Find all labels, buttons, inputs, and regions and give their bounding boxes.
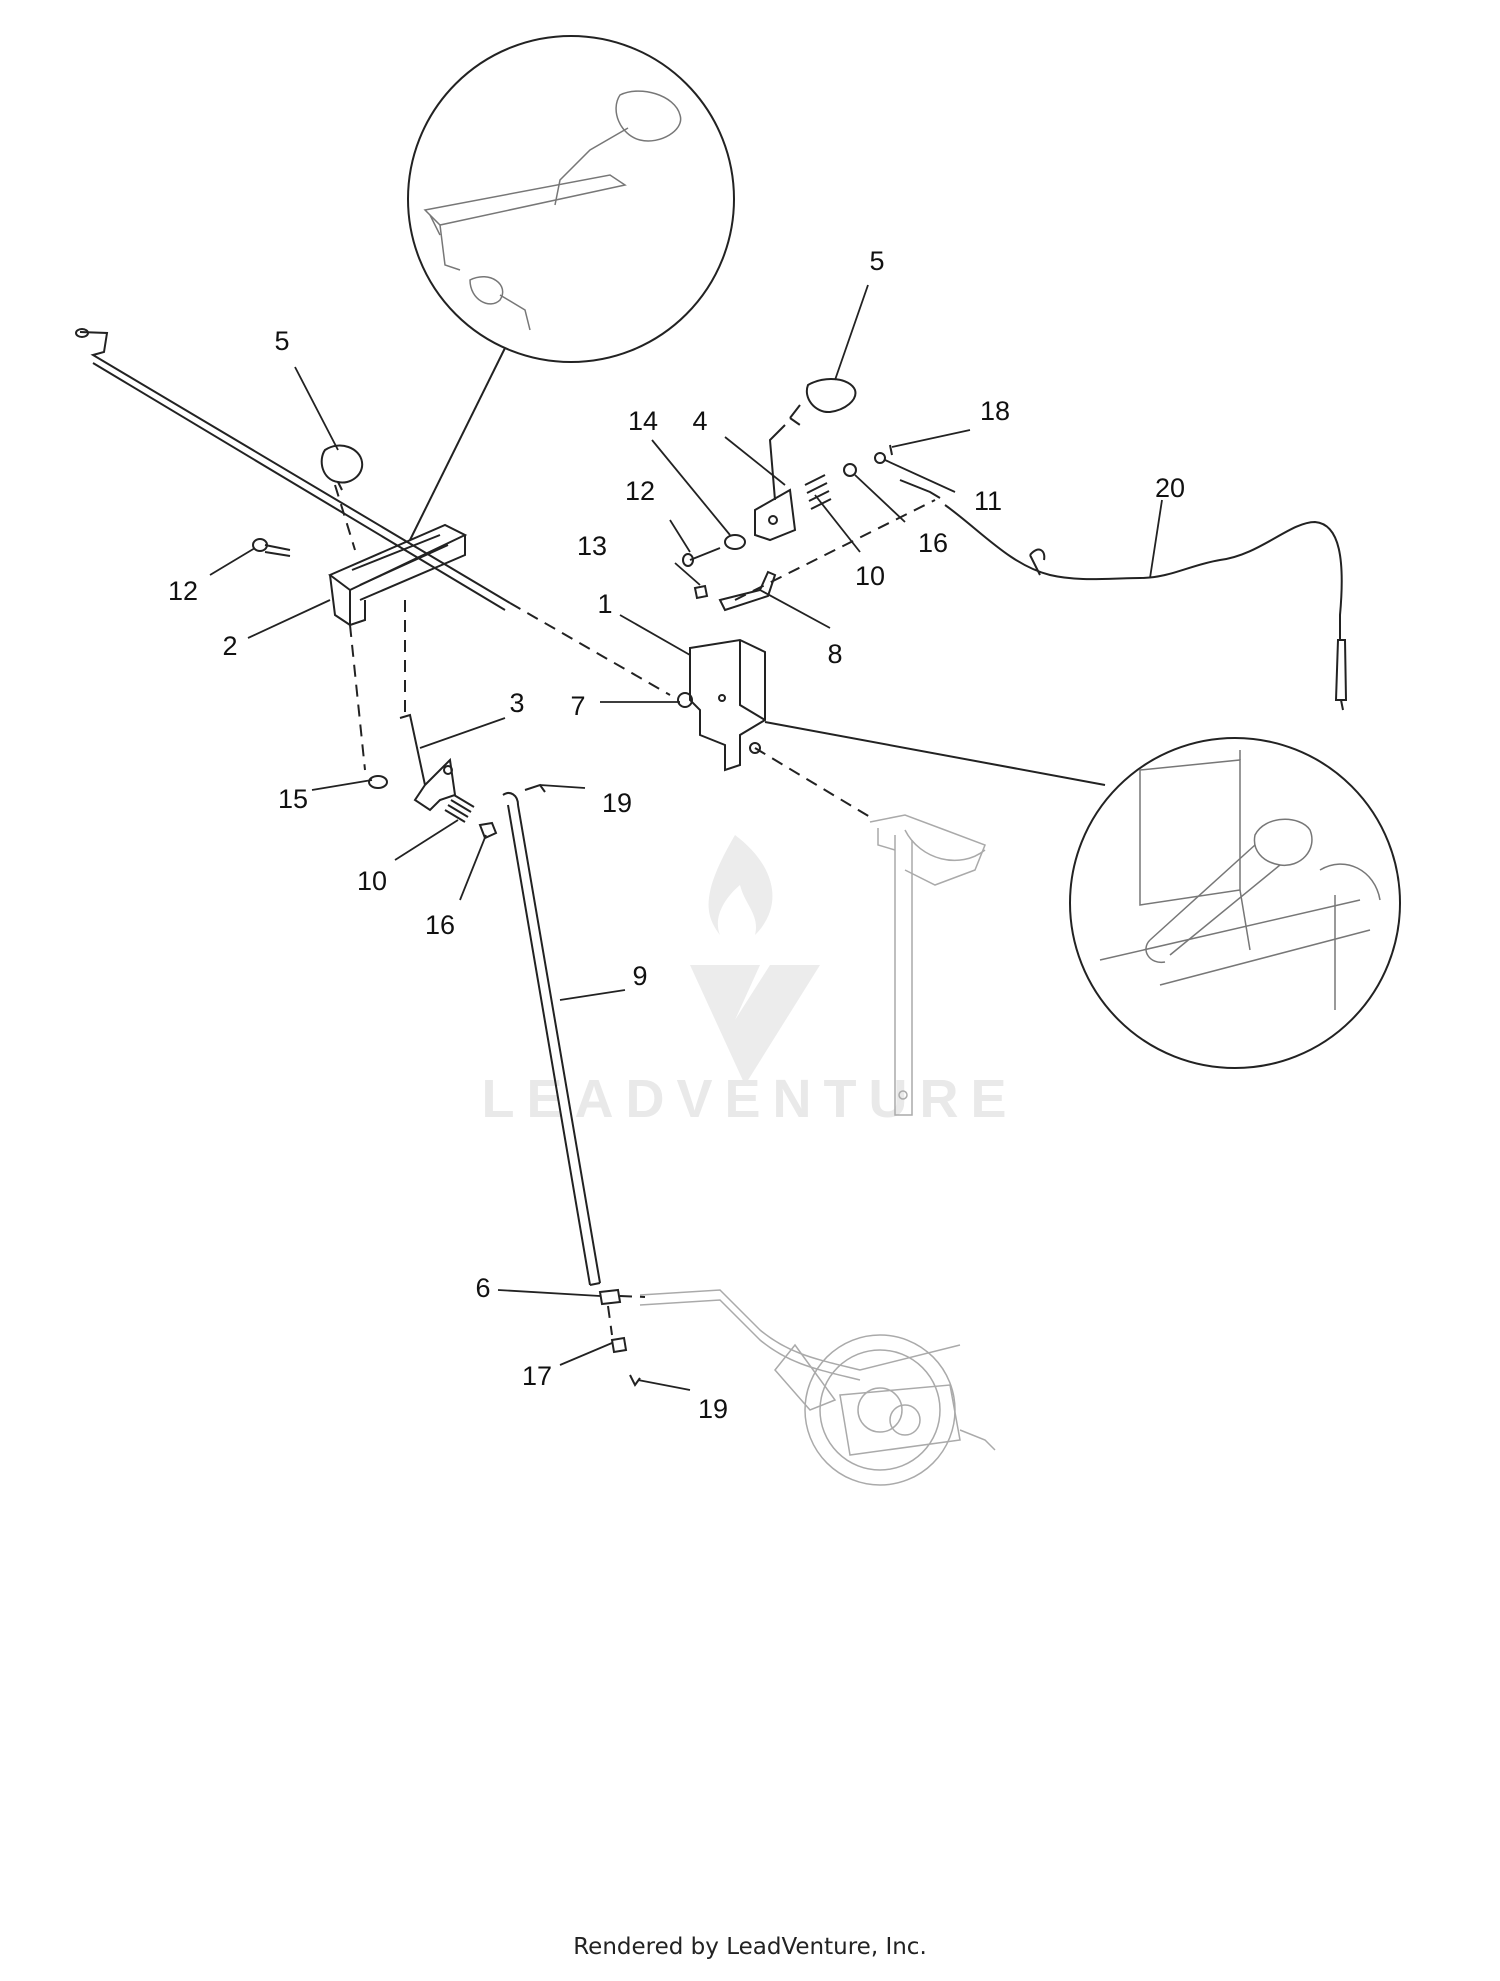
knob-right-part-5 xyxy=(789,378,857,419)
callout-14: 14 xyxy=(628,406,658,436)
render-credit: Rendered by LeadVenture, Inc. xyxy=(573,1934,927,1960)
callout-18: 18 xyxy=(980,396,1010,426)
ferrule-part-6 xyxy=(598,1288,622,1306)
rod-part-9 xyxy=(502,792,601,1286)
lever-part-4 xyxy=(754,424,797,542)
callout-6: 6 xyxy=(475,1273,490,1303)
bracket-part-8 xyxy=(718,570,777,612)
callout-10-right: 10 xyxy=(855,561,885,591)
lower-pulley-assembly xyxy=(639,1289,996,1486)
washer-part-14 xyxy=(724,534,746,550)
callout-7: 7 xyxy=(570,691,585,721)
callout-12-right: 12 xyxy=(625,476,655,506)
callout-1: 1 xyxy=(597,589,612,619)
watermark-flame-icon xyxy=(708,835,773,935)
shift-rod xyxy=(75,328,511,611)
detail-handle-drawing xyxy=(423,90,682,331)
bolt-left-part-12 xyxy=(252,538,291,557)
callout-3: 3 xyxy=(509,688,524,718)
callout-15: 15 xyxy=(278,784,308,814)
leader-lines xyxy=(209,284,1163,1391)
spring-right-part-10 xyxy=(804,474,832,510)
leader-line-detail-top xyxy=(409,347,506,541)
dashed-assembly-lines xyxy=(334,417,936,1336)
callout-17: 17 xyxy=(522,1361,552,1391)
detail-circle-bracket xyxy=(1069,737,1401,1069)
upper-quadrant-assembly xyxy=(869,814,986,1116)
part-11 xyxy=(874,452,886,464)
bolt-right-part-12 xyxy=(682,547,721,567)
callout-labels: 1 2 3 4 5 5 6 7 8 9 10 10 11 12 12 13 14… xyxy=(168,246,1185,1424)
knob-left-part-5 xyxy=(320,444,364,491)
washer-right-part-16 xyxy=(843,463,857,477)
shifter-plate-part-2 xyxy=(328,523,468,627)
callout-4: 4 xyxy=(692,406,707,436)
callout-2: 2 xyxy=(222,631,237,661)
callout-16-right: 16 xyxy=(918,528,948,558)
spring-left-part-10 xyxy=(444,794,475,823)
bracket-part-1 xyxy=(689,638,766,772)
callout-19-top: 19 xyxy=(602,788,632,818)
callout-20: 20 xyxy=(1155,473,1185,503)
callout-5-right: 5 xyxy=(869,246,884,276)
washer-part-15 xyxy=(368,775,388,789)
part-18 xyxy=(889,444,893,456)
callout-9: 9 xyxy=(632,961,647,991)
detail-circle-handle xyxy=(407,35,735,363)
callout-12-left: 12 xyxy=(168,576,198,606)
clip-top-part-19 xyxy=(524,783,546,793)
callout-10-left: 10 xyxy=(357,866,387,896)
detail-bracket-drawing xyxy=(1099,750,1381,1010)
callout-11: 11 xyxy=(974,486,1002,516)
watermark: LEADVENTURE xyxy=(481,835,1007,1129)
callout-13: 13 xyxy=(577,531,607,561)
lever-part-3 xyxy=(399,713,457,812)
callout-19-bottom: 19 xyxy=(698,1394,728,1424)
callout-5-left: 5 xyxy=(274,326,289,356)
leader-line-detail-right xyxy=(764,721,1106,786)
watermark-v-icon xyxy=(690,965,820,1085)
clip-part-17 xyxy=(610,1336,628,1354)
cable-part-20 xyxy=(899,479,1348,711)
callout-8: 8 xyxy=(827,639,842,669)
callout-16-left: 16 xyxy=(425,910,455,940)
nut-part-7 xyxy=(677,692,693,708)
screw-part-13 xyxy=(693,584,709,600)
nut-left-part-16 xyxy=(478,821,498,840)
